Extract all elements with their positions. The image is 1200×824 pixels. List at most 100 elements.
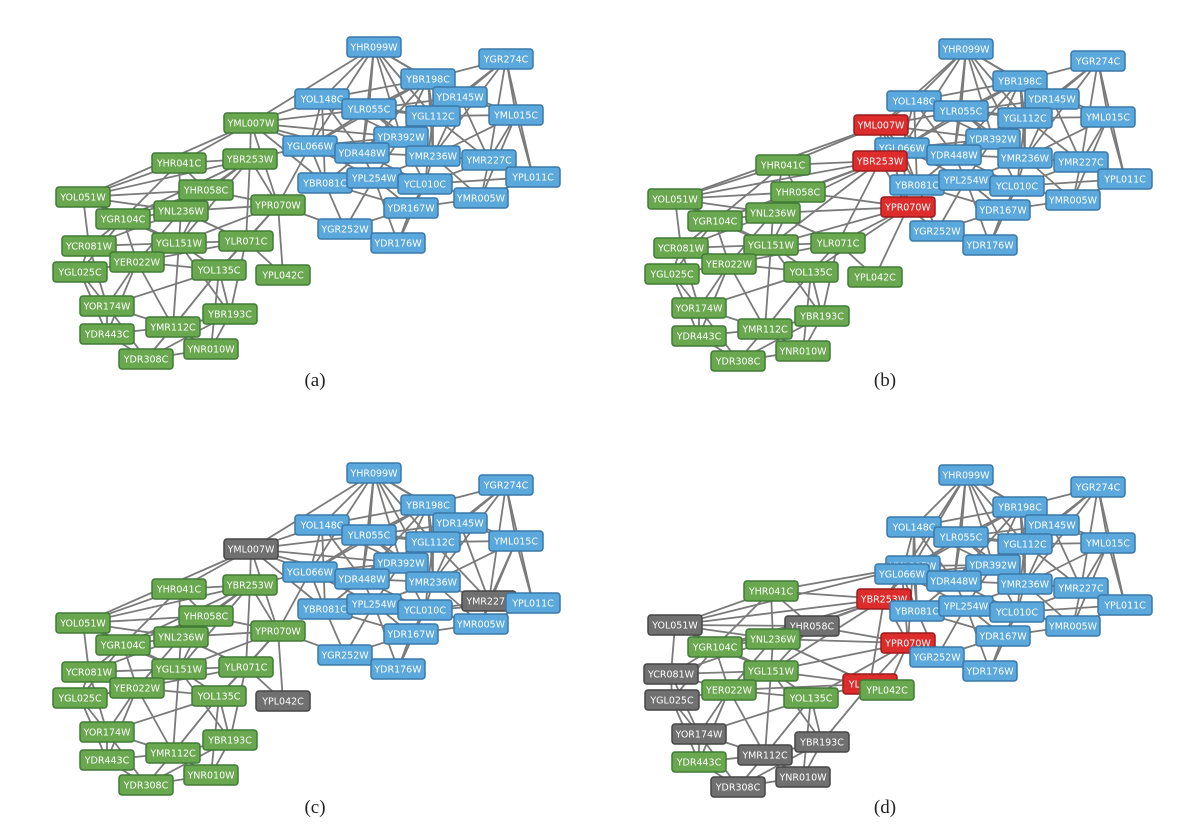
- node-ymr005w: YMR005W: [1045, 615, 1101, 637]
- node-yol051w: YOL051W: [647, 614, 703, 636]
- node-box: [373, 126, 429, 148]
- node-label: YDR443C: [676, 332, 722, 343]
- node-box: [346, 462, 402, 484]
- node-ydr392w: YDR392W: [965, 554, 1021, 576]
- node-ygr252w: YGR252W: [909, 646, 965, 668]
- node-ylr055c: YLR055C: [933, 100, 989, 122]
- node-ylr055c: YLR055C: [933, 526, 989, 548]
- edge-YER022W-YMR112C: [136, 687, 174, 754]
- node-ygr252w: YGR252W: [317, 218, 373, 240]
- node-label: YDR167W: [978, 206, 1027, 217]
- node-ydr308c: YDR308C: [118, 774, 174, 796]
- node-ymr227c: YMR227C: [461, 149, 517, 171]
- node-ydr392w: YDR392W: [965, 128, 1021, 150]
- edge-YBR253W-YGL151W: [178, 584, 251, 670]
- node-box: [61, 661, 117, 683]
- node-ygr104c: YGR104C: [95, 634, 151, 656]
- node-box: [151, 152, 207, 174]
- node-box: [405, 145, 461, 167]
- node-yml015c: YML015C: [1080, 532, 1136, 554]
- node-ydr392w: YDR392W: [373, 126, 429, 148]
- node-ygl151w: YGL151W: [151, 232, 207, 254]
- node-box: [671, 751, 727, 773]
- node-box: [250, 620, 306, 642]
- node-ycr081w: YCR081W: [61, 235, 117, 257]
- node-box: [405, 105, 461, 127]
- node-yol135c: YOL135C: [191, 685, 247, 707]
- node-yhr058c: YHR058C: [178, 605, 234, 627]
- node-box: [79, 721, 135, 743]
- node-box: [334, 568, 390, 590]
- node-ygr274c: YGR274C: [478, 48, 534, 70]
- node-label: YML015C: [493, 111, 538, 122]
- node-ygr252w: YGR252W: [909, 220, 965, 242]
- node-box: [55, 612, 111, 634]
- node-box: [880, 196, 936, 218]
- node-label: YHR058C: [775, 188, 821, 199]
- node-ybr081c: YBR081C: [297, 598, 353, 620]
- node-ycr081w: YCR081W: [653, 237, 709, 259]
- node-label: YDR448W: [337, 149, 386, 160]
- node-ybr081c: YBR081C: [889, 600, 945, 622]
- node-ybr081c: YBR081C: [889, 174, 945, 196]
- node-ygr274c: YGR274C: [478, 474, 534, 496]
- node-box: [317, 644, 373, 666]
- node-ynl236w: YNL236W: [153, 626, 209, 648]
- node-ydr176w: YDR176W: [962, 660, 1018, 682]
- node-label: YMR005W: [456, 620, 506, 631]
- node-ygl025c: YGL025C: [52, 687, 108, 709]
- node-box: [926, 144, 982, 166]
- node-box: [383, 197, 439, 219]
- node-label: YNL236W: [157, 207, 204, 218]
- node-label: YGL151W: [747, 667, 795, 678]
- node-yhr041c: YHR041C: [151, 152, 207, 174]
- edge-YBR253W-YGL151W: [178, 158, 251, 244]
- node-label: YPL042C: [261, 697, 304, 708]
- node-box: [178, 605, 234, 627]
- node-label: YOR174W: [675, 730, 723, 741]
- node-label: YMR236W: [1000, 580, 1050, 591]
- node-label: YGL025C: [57, 694, 102, 705]
- node-box: [671, 297, 727, 319]
- node-box: [1053, 577, 1109, 599]
- node-ygl151w: YGL151W: [743, 660, 799, 682]
- node-box: [745, 202, 801, 224]
- node-ybr253w: YBR253W: [222, 148, 278, 170]
- edge-YER022W-YMR112C: [728, 689, 766, 756]
- node-box: [191, 259, 247, 281]
- node-box: [488, 104, 544, 126]
- node-box: [95, 634, 151, 656]
- node-ynr010w: YNR010W: [183, 764, 239, 786]
- node-ylr071c: YLR071C: [218, 230, 274, 252]
- node-ydr448w: YDR448W: [926, 570, 982, 592]
- node-box: [151, 232, 207, 254]
- node-box: [202, 303, 258, 325]
- node-box: [965, 554, 1021, 576]
- node-ypr070w: YPR070W: [250, 194, 306, 216]
- node-box: [647, 614, 703, 636]
- node-label: YDR308C: [123, 355, 169, 366]
- node-label: YOL148C: [300, 95, 344, 106]
- node-box: [461, 149, 517, 171]
- node-box: [250, 194, 306, 216]
- node-box: [671, 723, 727, 745]
- node-box: [975, 625, 1031, 647]
- node-ygl025c: YGL025C: [644, 263, 700, 285]
- node-ybr253w: YBR253W: [222, 574, 278, 596]
- edge-YBR253W-YOL051W: [82, 584, 251, 624]
- node-ypr070w: YPR070W: [250, 620, 306, 642]
- node-label: YBR253W: [856, 157, 904, 168]
- node-box: [118, 774, 174, 796]
- node-label: YER022W: [705, 686, 753, 697]
- node-label: YOL135C: [789, 268, 833, 279]
- node-label: YBR198C: [405, 501, 450, 512]
- node-label: YLR071C: [224, 663, 268, 674]
- node-box: [145, 316, 201, 338]
- node-label: YNR010W: [778, 347, 827, 358]
- node-yhr041c: YHR041C: [755, 154, 811, 176]
- node-box: [701, 253, 757, 275]
- node-label: YML007W: [227, 119, 275, 130]
